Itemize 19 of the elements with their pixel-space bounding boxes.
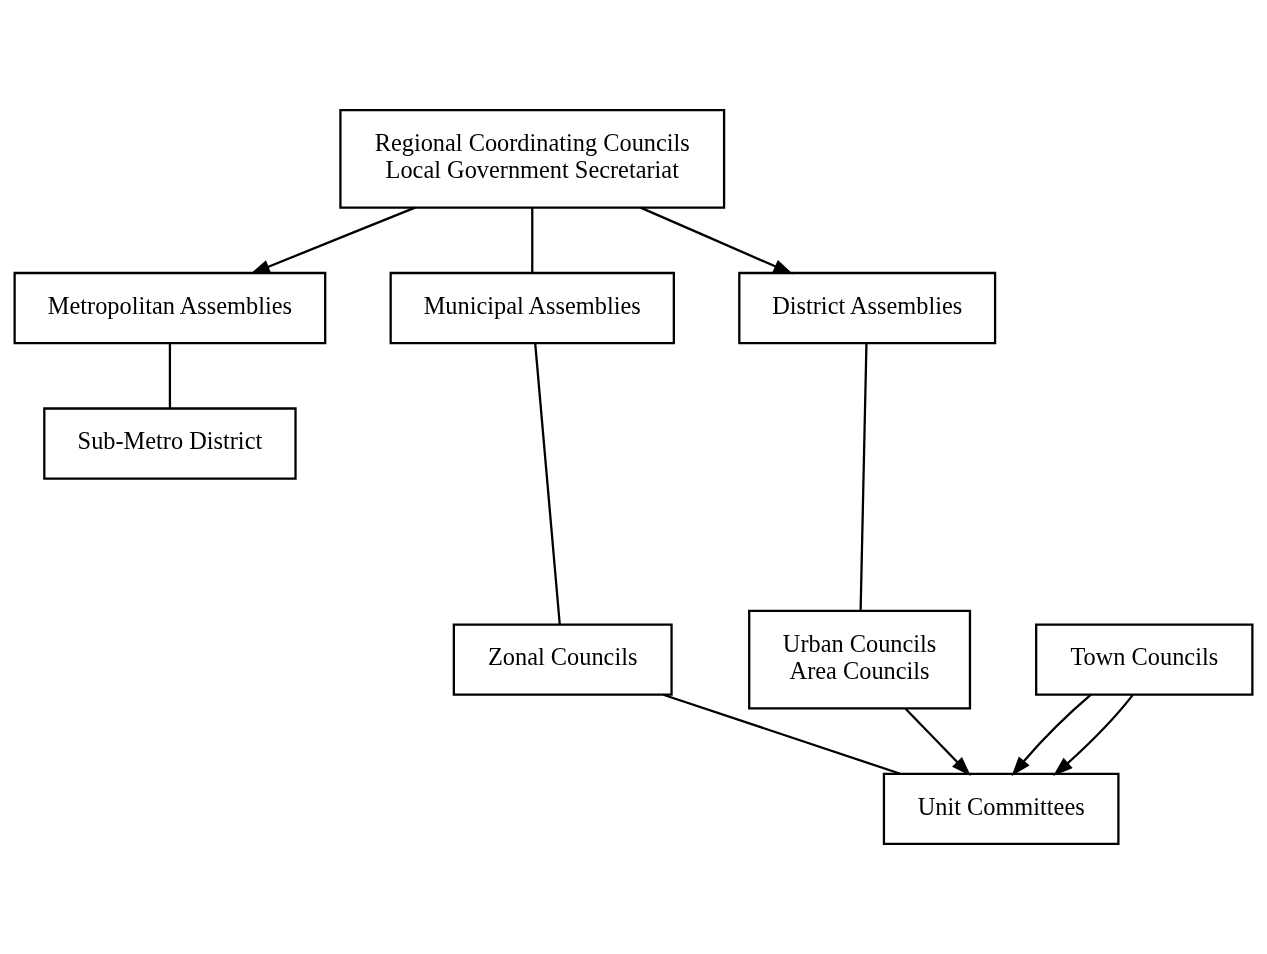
node-box: Metropolitan Assemblies [13,271,327,345]
arrow [904,707,971,777]
arrow [250,206,416,275]
connector [531,207,534,273]
node-box: Zonal Councils [452,623,673,696]
connector [534,343,561,625]
node-box: Unit Committees [882,772,1120,846]
node-box: Regional Coordinating Councils Local Government Secretariat [339,108,726,209]
connector [662,693,901,775]
arrow [640,206,794,275]
connector [168,343,172,409]
node-box: Sub-Metro District [43,407,297,480]
node-box: Municipal Assemblies [389,271,675,345]
node-box: Town Councils [1035,623,1254,696]
arrow [1011,693,1092,777]
connector [859,343,868,611]
node-box: Urban Councils Area Councils [748,609,972,710]
arrow [1053,694,1134,776]
node-box: District Assemblies [738,271,997,345]
